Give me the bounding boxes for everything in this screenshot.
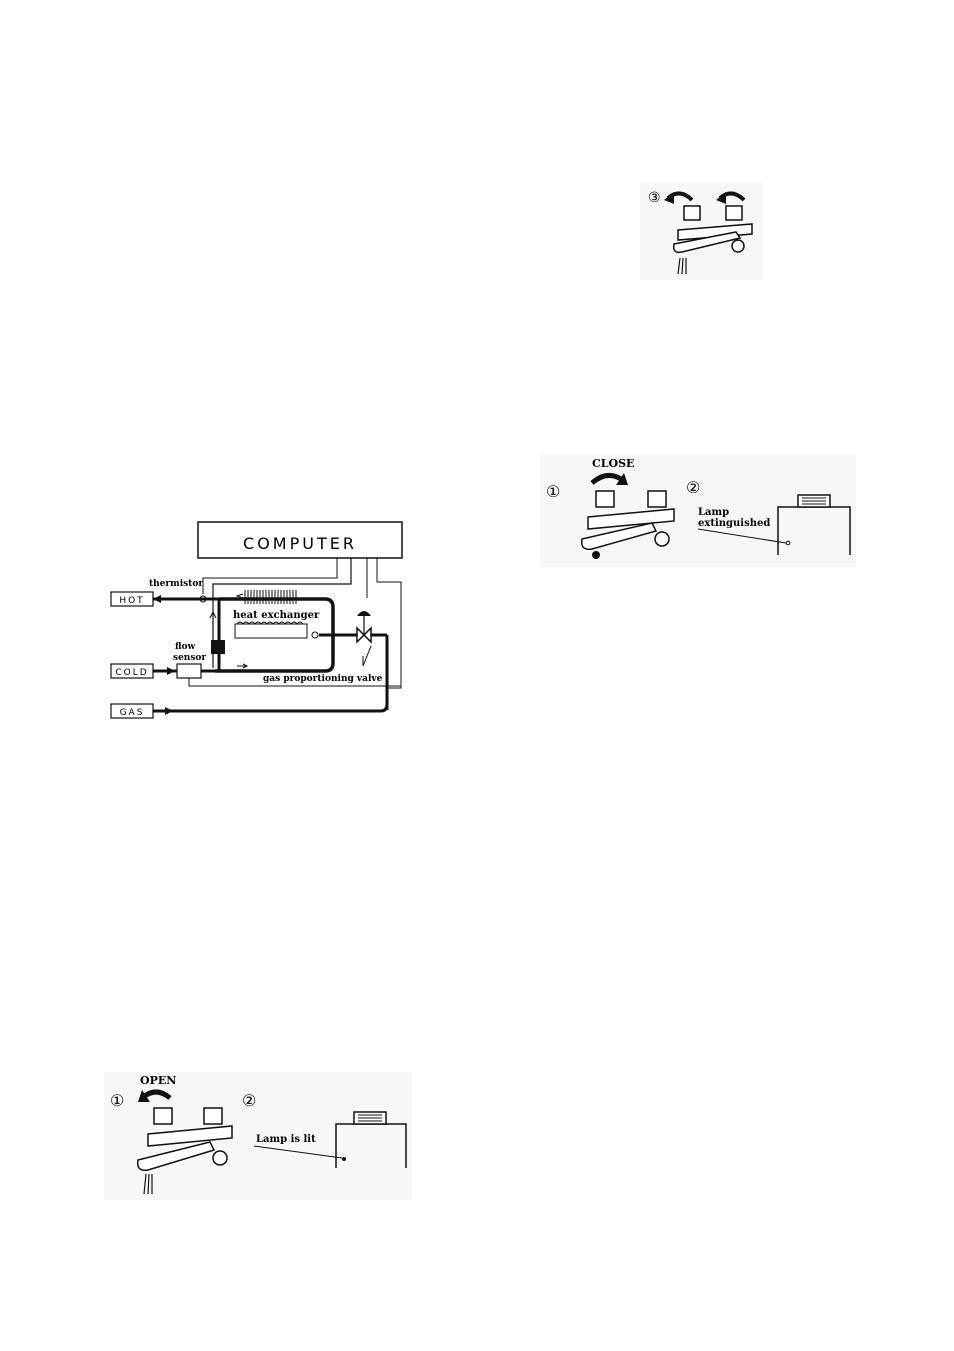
lamp-label-line1: Lamp: [698, 507, 729, 518]
water-stream-icon: [143, 1173, 153, 1195]
step-marker: ③: [648, 190, 661, 206]
lamp-label-line2: extinguished: [698, 518, 770, 529]
step2-marker: ②: [686, 478, 700, 497]
water-heater-unit: [777, 506, 851, 555]
faucet-close-step3-figure: ③: [640, 182, 762, 280]
faucet-open-figure: OPEN ① ② Lamp is lit: [104, 1072, 412, 1200]
system-diagram: COMPUTER thermistor HOT heat exchanger: [105, 518, 410, 726]
flow-sensor-line1: flow: [175, 642, 196, 652]
water-stream-icon: [677, 257, 687, 275]
cold-handle: [725, 205, 743, 221]
thermistor-label: thermistor: [149, 579, 203, 589]
faucet-close-figure: CLOSE ① ② Lamp extinguished: [540, 455, 856, 567]
fan-motor-block: [211, 640, 225, 654]
close-heading: CLOSE: [592, 457, 634, 470]
indicator-lamp-on: [342, 1157, 346, 1161]
flow-arrow-icon: [165, 707, 173, 715]
flow-sensor-line2: sensor: [173, 653, 206, 663]
computer-label: COMPUTER: [243, 534, 357, 553]
spout: [672, 231, 742, 254]
hot-handle: [595, 490, 615, 508]
cold-handle: [203, 1107, 223, 1125]
gas-label: GAS: [120, 708, 145, 718]
gas-valve-label: gas proportioning valve: [263, 674, 383, 684]
close-illustration: CLOSE ① ② Lamp extinguished: [546, 457, 851, 559]
burner: [234, 623, 308, 639]
faucet-illustration: ③: [648, 190, 753, 275]
hot-handle: [683, 205, 701, 221]
indicator-lamp-off: [785, 540, 791, 546]
cold-handle: [647, 490, 667, 508]
lamp-label: Lamp is lit: [256, 1134, 316, 1145]
step2-marker: ②: [242, 1091, 256, 1110]
open-illustration: OPEN ① ② Lamp is lit: [110, 1074, 407, 1195]
flow-sensor-box: [176, 663, 202, 679]
water-heater-unit: [335, 1123, 407, 1168]
step1-marker: ①: [110, 1091, 124, 1110]
flow-arrow-icon: [167, 667, 175, 675]
computer-box: [197, 521, 403, 559]
heat-exchanger-label: heat exchanger: [233, 610, 320, 621]
spout: [580, 522, 658, 551]
open-heading: OPEN: [140, 1074, 176, 1087]
flow-arrow-icon: [153, 595, 161, 603]
cold-label: COLD: [115, 668, 148, 678]
step1-marker: ①: [546, 482, 560, 501]
spout: [136, 1141, 216, 1172]
hot-handle: [153, 1107, 173, 1125]
system-diagram-svg: COMPUTER thermistor HOT heat exchanger: [110, 521, 403, 719]
hot-label: HOT: [119, 596, 144, 606]
flame-icon: [236, 621, 304, 625]
